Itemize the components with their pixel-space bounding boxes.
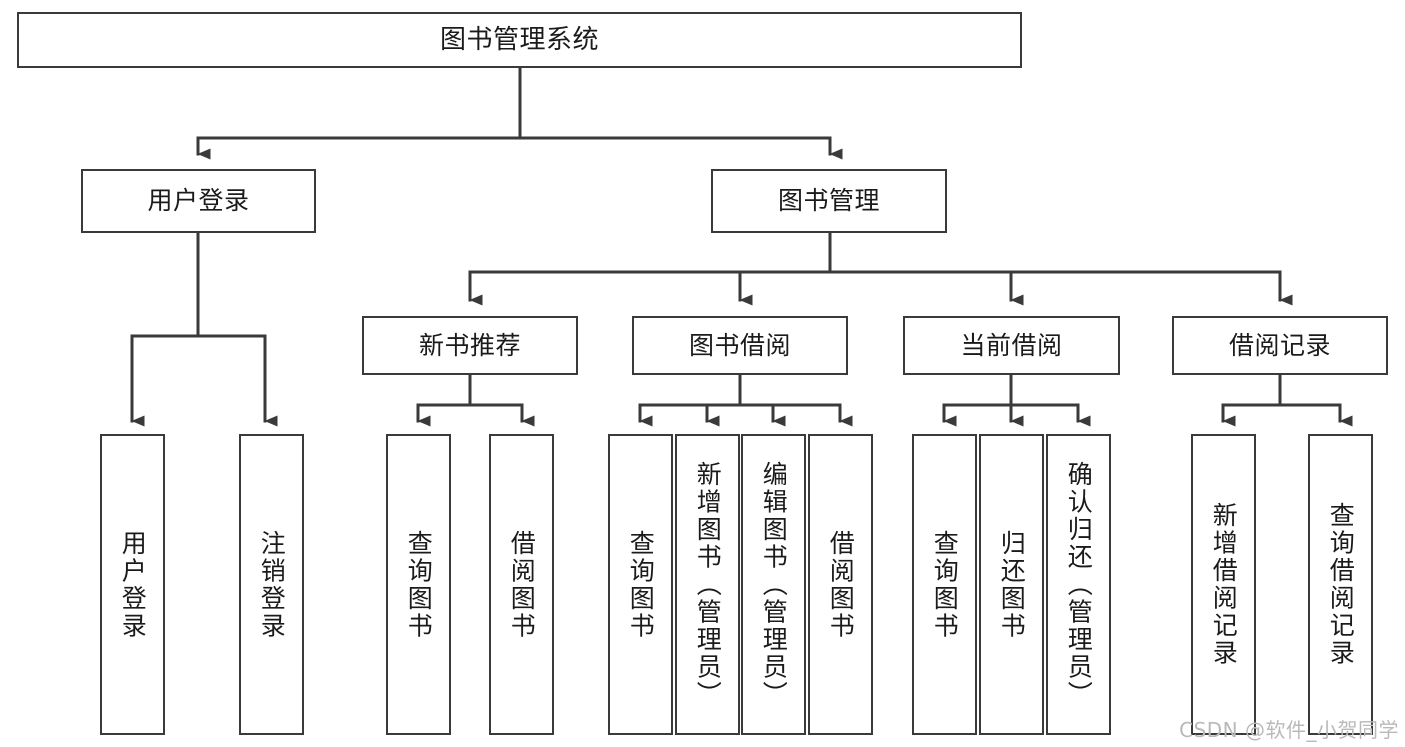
node-label: 查询图书 [626, 529, 656, 640]
node-label: 借阅图书 [507, 529, 537, 640]
node-label: 图书借阅 [688, 330, 791, 360]
leaf-edit-book-admin[interactable]: 编辑图书（管理员） [741, 434, 806, 735]
csdn-watermark: CSDN @软件_小贺同学 [1179, 718, 1399, 742]
node-label: 借阅图书 [826, 529, 856, 640]
node-label: 注销登录 [257, 529, 287, 640]
leaf-add-book-admin[interactable]: 新增图书（管理员） [675, 434, 740, 735]
node-book-borrow[interactable]: 图书借阅 [632, 316, 848, 375]
leaf-add-borrow-record[interactable]: 新增借阅记录 [1191, 434, 1256, 735]
node-new-book-recommend[interactable]: 新书推荐 [362, 316, 578, 375]
node-label: 编辑图书（管理员） [759, 460, 789, 709]
node-label: 归还图书 [997, 529, 1027, 640]
node-label: 查询图书 [404, 529, 434, 640]
leaf-user-login[interactable]: 用户登录 [100, 434, 165, 735]
leaf-confirm-return-admin[interactable]: 确认归还（管理员） [1046, 434, 1111, 735]
node-label: 新增借阅记录 [1209, 502, 1239, 667]
leaf-return-book[interactable]: 归还图书 [979, 434, 1044, 735]
leaf-borrow-book-recommend[interactable]: 借阅图书 [489, 434, 554, 735]
node-user-login[interactable]: 用户登录 [81, 169, 316, 233]
node-label: 新增图书（管理员） [693, 460, 723, 709]
leaf-query-book-current[interactable]: 查询图书 [912, 434, 977, 735]
node-label: 借阅记录 [1228, 330, 1331, 360]
node-label: 查询图书 [930, 529, 960, 640]
node-label: 当前借阅 [960, 330, 1063, 360]
node-book-management[interactable]: 图书管理 [711, 169, 947, 233]
leaf-borrow-book[interactable]: 借阅图书 [808, 434, 873, 735]
node-label: 新书推荐 [418, 330, 521, 360]
leaf-logout[interactable]: 注销登录 [239, 434, 304, 735]
node-borrow-record[interactable]: 借阅记录 [1172, 316, 1388, 375]
leaf-query-book-borrow[interactable]: 查询图书 [608, 434, 673, 735]
node-label: 确认归还（管理员） [1064, 460, 1094, 709]
node-label: 用户登录 [118, 529, 148, 640]
node-label: 用户登录 [147, 186, 250, 216]
node-root-book-management-system[interactable]: 图书管理系统 [17, 12, 1022, 68]
leaf-query-borrow-record[interactable]: 查询借阅记录 [1308, 434, 1373, 735]
node-label: 图书管理系统 [439, 24, 599, 55]
leaf-query-book-recommend[interactable]: 查询图书 [386, 434, 451, 735]
node-current-borrow[interactable]: 当前借阅 [903, 316, 1120, 375]
node-label: 查询借阅记录 [1326, 502, 1356, 667]
node-label: 图书管理 [777, 186, 880, 216]
